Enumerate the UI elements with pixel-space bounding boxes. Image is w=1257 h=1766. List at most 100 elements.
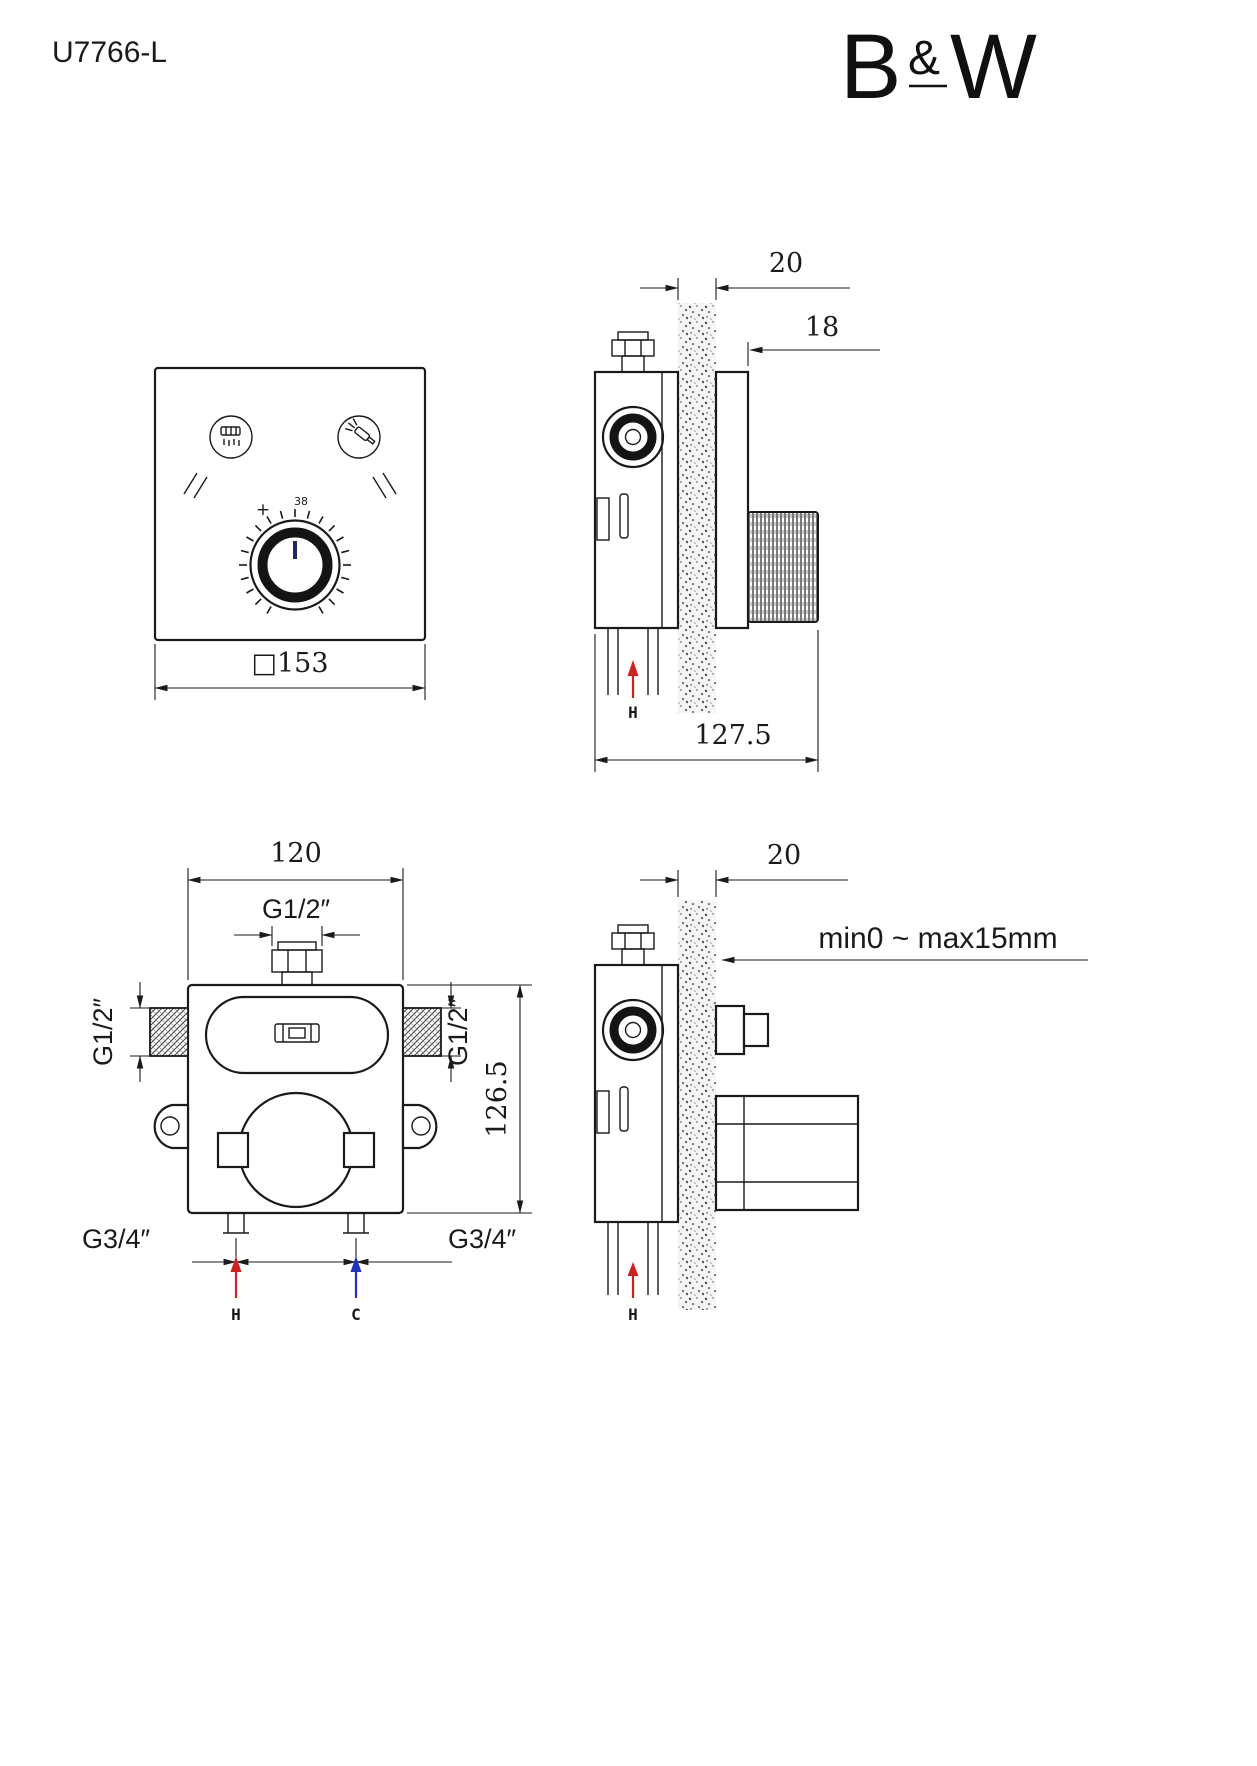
cartridge-circles — [601, 998, 665, 1062]
cartridge-circles — [601, 405, 665, 469]
fitting-cap — [277, 941, 317, 951]
top-thread-label: G1/2″ — [262, 894, 331, 924]
dial-tick — [341, 576, 350, 581]
protection-block — [714, 1094, 860, 1212]
body-slot — [619, 493, 629, 539]
logo-ampersand: & — [908, 32, 940, 85]
dial-tick — [328, 598, 336, 606]
fitting-cap — [617, 924, 649, 934]
hot-label: H — [231, 1305, 241, 1324]
dial-tick — [246, 536, 254, 542]
right-ear-hole — [411, 1116, 431, 1136]
right-mounting-ear — [401, 1103, 438, 1150]
dim-126-5-label: 126.5 — [482, 1060, 513, 1137]
valve-body-side — [593, 963, 680, 1224]
dim-18-label: 18 — [805, 312, 839, 343]
cartridge-center — [624, 428, 642, 446]
cartridge-housing-circle — [237, 1091, 355, 1209]
dim-127-5: 127.5 — [594, 630, 819, 772]
dim-127-5-label: 127.5 — [694, 720, 771, 751]
depth-range-annotation: min0 ~ max15mm — [721, 922, 1088, 964]
dim-20-label: 20 — [769, 248, 803, 279]
right-inlet-thread — [402, 1007, 442, 1057]
dial-tick — [254, 524, 262, 532]
hot-arrow-head — [230, 1256, 242, 1272]
dial-tick — [306, 510, 311, 519]
valve-body-side — [593, 370, 680, 630]
depth-range-label: min0 ~ max15mm — [818, 922, 1057, 955]
cartridge-stem — [714, 1004, 746, 1056]
cartridge-stem-step — [742, 1012, 770, 1048]
dial-tick — [266, 606, 272, 614]
dial-tick — [336, 588, 344, 594]
logo-letter-b: B — [840, 16, 901, 118]
hex-nut — [271, 949, 323, 973]
handshower-button — [337, 415, 381, 459]
fitting-stem — [281, 971, 313, 986]
bleed-fitting-body — [274, 1023, 320, 1043]
dial-plus-label: + — [256, 500, 270, 520]
dim-126-5: 126.5 — [407, 984, 532, 1214]
reflection-slash — [372, 476, 387, 499]
top-hex-fitting — [611, 924, 655, 966]
reflection-slash — [183, 472, 198, 495]
cartridge-center — [624, 1021, 642, 1039]
mounting-clip — [596, 497, 610, 541]
right-thread-label: G1/2″ — [443, 998, 473, 1067]
handshower-icon — [344, 418, 376, 445]
dial-tick — [266, 516, 272, 524]
dial-tick — [341, 549, 350, 554]
left-housing-wing — [216, 1131, 250, 1169]
bleed-fitting-center — [288, 1027, 306, 1039]
hot-arrow-head — [627, 660, 639, 676]
dial-tick — [240, 576, 249, 581]
dim-120-label: 120 — [270, 838, 322, 869]
hot-inlet-arrow: H — [627, 660, 639, 722]
top-hex-fitting-front — [271, 941, 323, 986]
dial-tick — [328, 524, 336, 532]
hot-inlet-arrow-front: H — [230, 1256, 242, 1324]
left-inlet-thread — [149, 1007, 189, 1057]
dim-18: 18 — [747, 312, 880, 366]
left-thread-label: G1/2″ — [88, 998, 118, 1067]
left-ear-hole — [160, 1116, 180, 1136]
dim-20-label: 20 — [767, 840, 801, 871]
hex-nut — [611, 339, 655, 357]
temperature-dial: + 38 — [239, 495, 351, 614]
faceplate-outline — [153, 366, 427, 642]
reflection-slash — [193, 476, 208, 499]
cold-inlet-arrow-front: C — [350, 1256, 362, 1324]
side-view-installed: H 20 18 127.5 — [593, 248, 880, 772]
cartridge-outer — [601, 405, 665, 469]
supply-pipes — [607, 628, 659, 695]
dial-tick — [240, 549, 249, 554]
temperature-knob-side — [747, 511, 819, 623]
dim-20-top: 20 — [640, 248, 850, 300]
right-housing-wing — [342, 1131, 376, 1169]
rain-shower-button — [209, 415, 253, 459]
trim-plate-edge — [714, 370, 750, 630]
cartridge-ring — [609, 413, 657, 461]
dim-20-bottom: 20 — [640, 840, 848, 897]
hot-inlet-arrow: H — [627, 1262, 639, 1324]
dial-tick-marks — [239, 509, 351, 614]
dim-top-thread — [234, 926, 360, 946]
brand-logo: B & W — [840, 16, 1037, 118]
supply-pipes — [607, 1222, 659, 1295]
upper-chamber-stadium — [204, 995, 390, 1075]
front-plate-view: + 38 □153 — [153, 366, 427, 700]
dial-tick — [254, 598, 262, 606]
top-hex-fitting — [611, 331, 655, 373]
mounting-clip — [596, 1090, 610, 1134]
dial-tick — [318, 516, 324, 524]
rain-shower-icon — [220, 426, 241, 446]
dim-left-thread — [130, 982, 152, 1082]
dim-right-thread — [439, 982, 461, 1082]
bottom-right-thread-label: G3/4″ — [448, 1224, 517, 1254]
body-slot — [619, 1086, 629, 1132]
dim-120: 120 — [187, 838, 404, 980]
header: U7766-L B & W — [52, 16, 1037, 118]
hot-label: H — [628, 703, 638, 722]
fitting-stem — [621, 355, 645, 373]
